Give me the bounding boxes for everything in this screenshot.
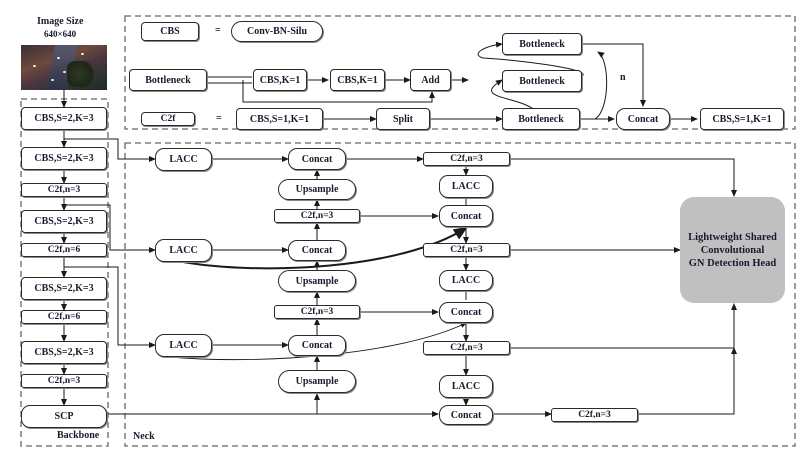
detection-head: Lightweight Shared Convolutional GN Dete… [680,197,785,303]
repeat-label: n [620,72,626,83]
edge [182,226,468,270]
neck-concat-3: Concat [288,335,346,356]
neck-right-concat-2: Concat [439,302,493,323]
legend-c2f-bottleneck-1: Bottleneck [502,33,582,55]
equals-sign: = [215,25,221,36]
neck-concat-1: Concat [288,148,346,170]
legend-conv-bn-silu: Conv-BN-Silu [231,21,323,42]
backbone-c2f-1: C2f,n=3 [21,183,107,197]
neck-right-concat-1: Concat [439,205,493,227]
legend-c2f-bottleneck-2: Bottleneck [502,70,582,92]
neck-right-lacc-1: LACC [439,175,493,198]
legend-add: Add [410,69,451,91]
neck-right-c2f-1: C2f,n=3 [423,152,510,166]
edge [64,266,156,348]
neck-label: Neck [133,431,155,442]
neck-concat-2: Concat [288,240,346,261]
neck-frame [124,142,796,447]
neck-c2f-mid-1: C2f,n=3 [274,209,360,223]
backbone-scp: SCP [21,405,107,428]
neck-lacc-2: LACC [155,239,212,262]
edge [510,303,737,349]
backbone-c2f-2: C2f,n=6 [21,243,107,257]
legend-c2f-concat: Concat [616,108,670,130]
head-line-3: GN Detection Head [688,257,777,269]
neck-upsample-3: Upsample [278,370,356,393]
backbone-cbs-2: CBS,S=2,K=3 [21,147,107,170]
edge [638,347,737,415]
input-title: Image Size [37,16,84,27]
head-line-2: Convolutional [700,244,765,256]
edge [510,158,737,197]
legend-bottleneck-cbs-1: CBS,K=1 [253,69,307,91]
head-line-1: Lightweight Shared [688,231,777,243]
legend-c2f: C2f [141,112,195,126]
legend-bottleneck: Bottleneck [129,69,207,91]
backbone-cbs-5: CBS,S=2,K=3 [21,341,107,364]
neck-c2f-mid-2: C2f,n=3 [274,305,360,319]
neck-right-concat-3: Concat [439,405,493,425]
backbone-c2f-3: C2f,n=6 [21,310,107,324]
equals-sign: = [216,113,222,124]
legend-c2f-bottleneck-3: Bottleneck [502,108,580,130]
neck-right-lacc-3: LACC [439,375,493,398]
legend-c2f-cbs-first: CBS,S=1,K=1 [236,108,323,130]
backbone-cbs-4: CBS,S=2,K=3 [21,277,107,300]
backbone-cbs-3: CBS,S=2,K=3 [21,210,107,233]
neck-lacc-1: LACC [155,148,212,171]
legend-frame [124,15,796,130]
edge [64,204,156,253]
legend-split: Split [376,108,430,130]
neck-upsample-1: Upsample [278,179,356,200]
legend-c2f-cbs-last: CBS,S=1,K=1 [700,108,784,130]
edge [64,138,156,162]
input-size: 640×640 [44,29,77,39]
backbone-label: Backbone [57,430,100,441]
neck-lacc-3: LACC [155,334,212,357]
neck-right-lacc-2: LACC [439,270,493,291]
edge [582,43,646,107]
neck-right-c2f-3: C2f,n=3 [423,341,510,355]
input-image [21,45,107,90]
backbone-c2f-4: C2f,n=3 [21,374,107,388]
edge [242,80,435,103]
edge [594,51,608,120]
legend-bottleneck-cbs-2: CBS,K=1 [330,69,385,91]
legend-cbs: CBS [141,22,199,41]
neck-bottom-c2f: C2f,n=3 [551,408,638,422]
neck-right-c2f-2: C2f,n=3 [423,243,510,257]
edge [491,79,538,113]
backbone-cbs-1: CBS,S=2,K=3 [21,107,107,130]
neck-upsample-2: Upsample [278,270,356,292]
